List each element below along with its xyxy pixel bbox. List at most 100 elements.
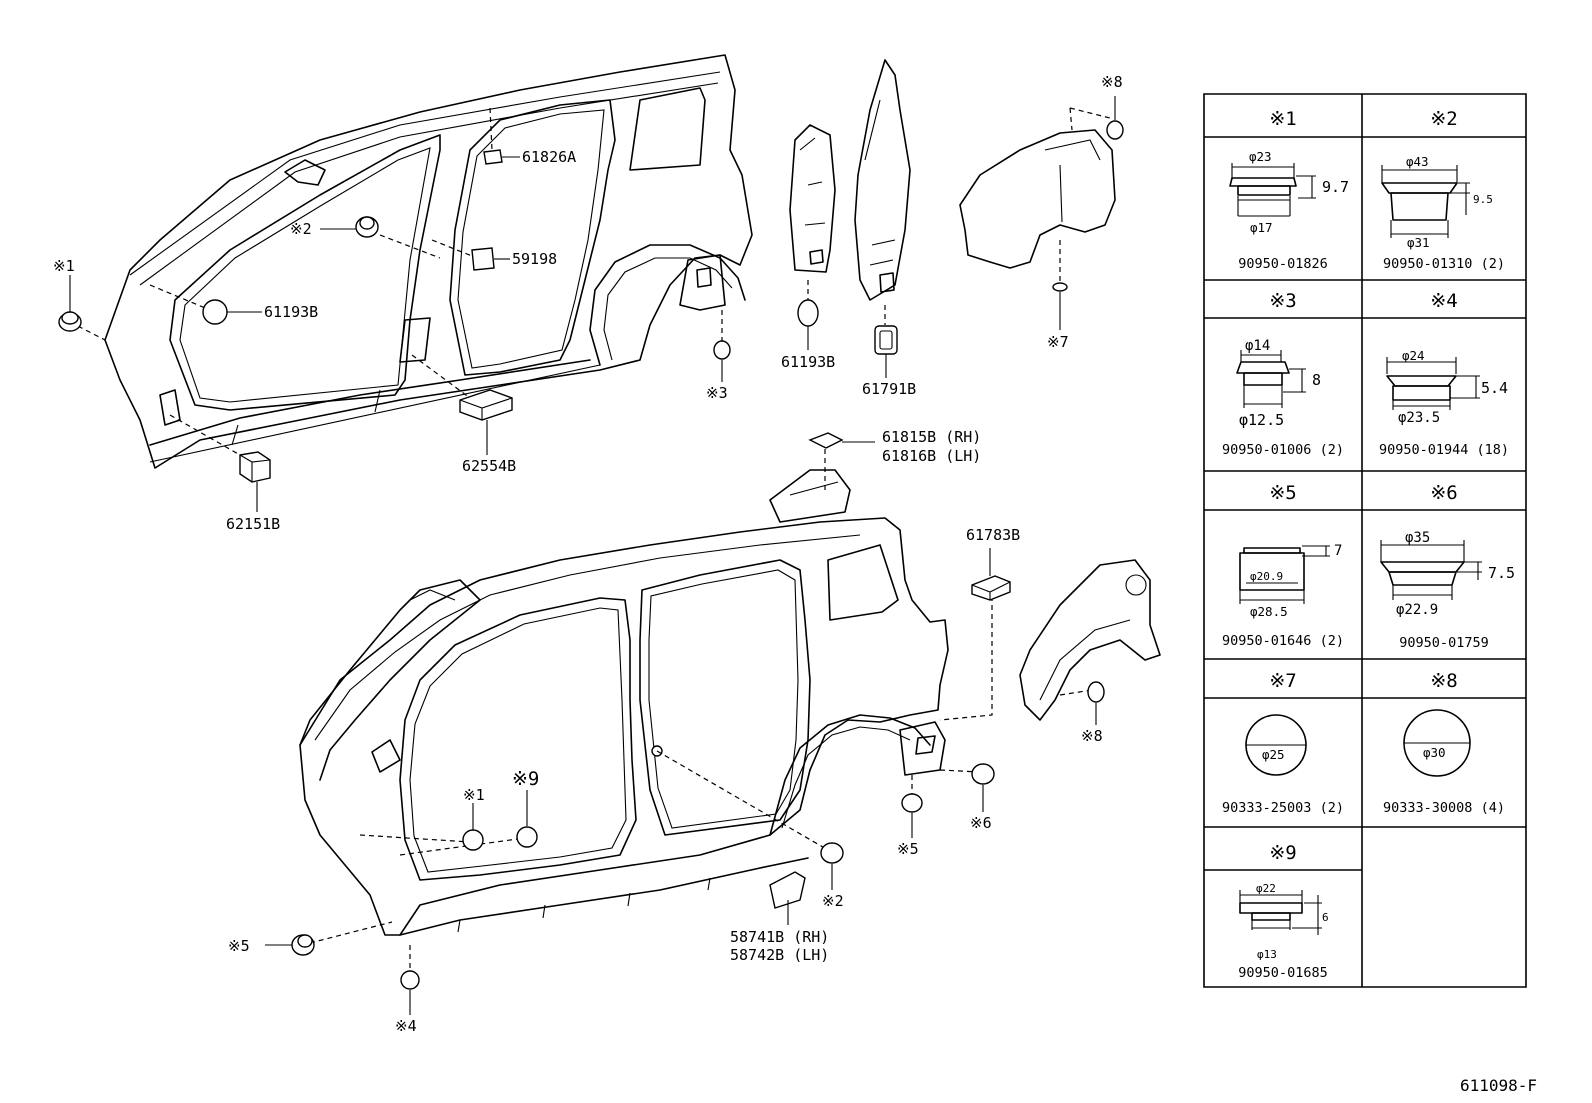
dim-2a: φ43 xyxy=(1406,154,1429,169)
upper-leader-lines xyxy=(69,107,1111,456)
part-no-6: 90950-01759 xyxy=(1399,635,1488,651)
ref-mark-2-upper: ※2 xyxy=(290,220,312,238)
grommet-drawing-3: φ14 8 φ12.5 xyxy=(1236,338,1321,429)
pad-59198 xyxy=(471,247,495,271)
part-no-8: 90333-30008 (4) xyxy=(1383,800,1505,816)
dim-3c: φ12.5 xyxy=(1239,411,1284,429)
ref-mark-5-lower: ※5 xyxy=(897,840,919,858)
ref-mark-1-lower: ※1 xyxy=(463,786,485,804)
ref-mark-7: ※7 xyxy=(1047,333,1069,351)
dim-3b: 8 xyxy=(1312,371,1321,389)
ref-mark-6: ※6 xyxy=(970,814,992,832)
plug-ref7 xyxy=(1052,282,1068,292)
plug-ref9 xyxy=(516,826,538,848)
grommet-drawing-1: φ23 9.7 φ17 xyxy=(1229,149,1349,235)
lower-leader-lines xyxy=(309,440,1093,975)
grommet-ref5-lower xyxy=(901,793,923,813)
grommet-ref4 xyxy=(400,970,420,990)
dim-2b: 9.5 xyxy=(1473,193,1493,206)
dim-8a: φ30 xyxy=(1423,745,1446,760)
pad-58741B xyxy=(769,871,806,909)
pad-61791B xyxy=(874,325,898,355)
part-no-5: 90950-01646 (2) xyxy=(1222,633,1344,649)
grommet-drawing-4: φ24 5.4 φ23.5 xyxy=(1386,348,1508,426)
dim-5c: φ28.5 xyxy=(1250,604,1288,619)
ref-mark-5-left: ※5 xyxy=(228,937,250,955)
table-head-8: ※8 xyxy=(1430,670,1457,692)
table-head-6: ※6 xyxy=(1430,482,1457,504)
part-no-7: 90333-25003 (2) xyxy=(1222,800,1344,816)
grommet-reference-table: ※1 ※2 ※3 ※4 ※5 ※6 ※7 ※8 ※9 90950-01826 9… xyxy=(1203,93,1527,988)
dim-1a: φ23 xyxy=(1249,149,1272,164)
dim-6c: φ22.9 xyxy=(1396,602,1438,618)
part-no-1: 90950-01826 xyxy=(1238,256,1327,272)
grommet-drawing-9: φ22 6 φ13 xyxy=(1239,882,1329,961)
ref-mark-4: ※4 xyxy=(395,1017,417,1035)
pad-62554B xyxy=(459,389,513,421)
dim-7a: φ25 xyxy=(1262,747,1285,762)
table-head-3: ※3 xyxy=(1269,290,1296,312)
plug-61193B-upper xyxy=(202,299,228,325)
plug-ref8-upper xyxy=(1106,120,1124,140)
grommet-drawing-6: φ35 7.5 φ22.9 xyxy=(1380,530,1515,618)
pad-62151B xyxy=(239,451,271,483)
pad-61826A xyxy=(483,149,503,165)
lower-small-parts xyxy=(291,432,1105,990)
ref-mark-9: ※9 xyxy=(512,768,539,790)
label-61783B: 61783B xyxy=(966,526,1020,544)
table-head-5: ※5 xyxy=(1269,482,1296,504)
part-no-2: 90950-01310 (2) xyxy=(1383,256,1505,272)
grommet-ref3 xyxy=(713,340,731,360)
dim-9c: φ13 xyxy=(1257,948,1277,961)
part-no-4: 90950-01944 (18) xyxy=(1379,442,1509,458)
label-58742B: 58742B (LH) xyxy=(730,946,829,964)
callout-labels: 61826A 59198 61193B 61193B 61791B 62554B… xyxy=(226,148,1020,964)
callout-leaders xyxy=(69,96,1116,1015)
dim-9a: φ22 xyxy=(1256,882,1276,895)
dim-2c: φ31 xyxy=(1407,235,1430,250)
plug-61193B-pillar xyxy=(797,299,819,327)
ref-mark-3: ※3 xyxy=(706,384,728,402)
reference-marks: ※1 ※2 ※3 ※7 ※8 ※1 ※9 ※2 ※5 ※6 ※8 ※5 ※4 xyxy=(53,73,1123,1035)
grommet-ref1-lower xyxy=(462,829,484,851)
dim-4b: 5.4 xyxy=(1481,379,1508,397)
ref-mark-8-upper: ※8 xyxy=(1101,73,1123,91)
part-no-3: 90950-01006 (2) xyxy=(1222,442,1344,458)
upper-small-parts xyxy=(58,120,1124,483)
pad-61783B xyxy=(971,575,1011,601)
label-58741B: 58741B (RH) xyxy=(730,928,829,946)
label-61816B: 61816B (LH) xyxy=(882,447,981,465)
lower-body-side-panel xyxy=(299,469,1161,936)
table-head-9: ※9 xyxy=(1269,842,1296,864)
table-head-2: ※2 xyxy=(1430,108,1457,130)
dim-5b: φ20.9 xyxy=(1250,570,1283,583)
dim-9b: 6 xyxy=(1322,911,1329,924)
dim-1b: 9.7 xyxy=(1322,178,1349,196)
ref-mark-2-lower: ※2 xyxy=(822,892,844,910)
plug-drawing-8: φ30 xyxy=(1403,709,1471,777)
dim-6a: φ35 xyxy=(1405,530,1430,546)
label-61193B: 61193B xyxy=(264,303,318,321)
dim-4c: φ23.5 xyxy=(1398,410,1440,426)
part-no-9: 90950-01685 xyxy=(1238,965,1327,981)
table-head-4: ※4 xyxy=(1430,290,1457,312)
label-61193B-pillar: 61193B xyxy=(781,353,835,371)
plug-drawing-7: φ25 xyxy=(1245,714,1307,776)
table-head-7: ※7 xyxy=(1269,670,1296,692)
label-62151B: 62151B xyxy=(226,515,280,533)
label-59198: 59198 xyxy=(512,250,557,268)
grommet-drawing-5: 7 φ20.9 φ28.5 xyxy=(1239,543,1342,619)
label-61815B: 61815B (RH) xyxy=(882,428,981,446)
ref-mark-1-upper: ※1 xyxy=(53,257,75,275)
dim-4a: φ24 xyxy=(1402,348,1425,363)
figure-code: 611098-F xyxy=(1460,1076,1537,1095)
plug-ref8-lower xyxy=(1087,681,1105,703)
ref-mark-8-lower: ※8 xyxy=(1081,727,1103,745)
pad-61815B xyxy=(808,432,844,449)
dim-3a: φ14 xyxy=(1245,338,1270,354)
label-61791B: 61791B xyxy=(862,380,916,398)
dim-5a: 7 xyxy=(1334,543,1342,559)
label-62554B: 62554B xyxy=(462,457,516,475)
